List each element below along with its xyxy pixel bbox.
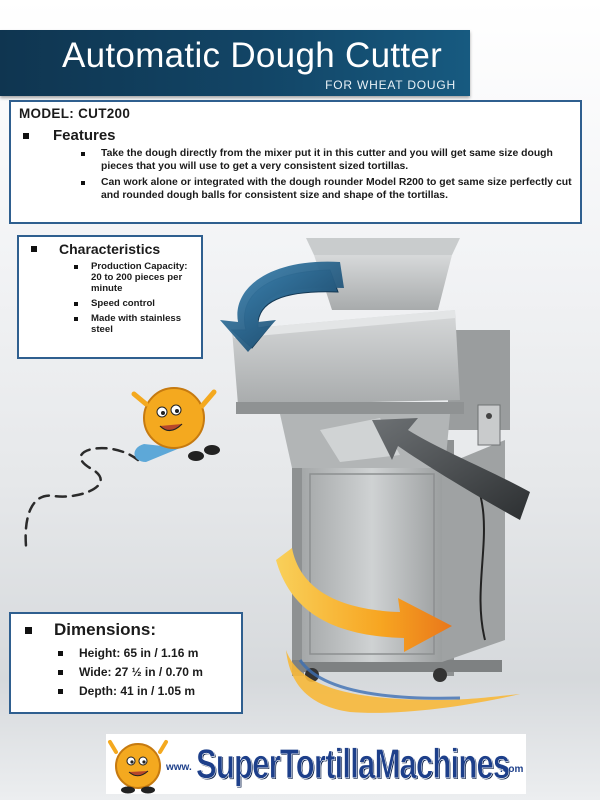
features-list: Take the dough directly from the mixer p… [77,148,572,202]
tortilla-mascot-logo-icon [108,740,168,794]
dimensions-heading-text: Dimensions: [54,620,157,639]
dimensions-box: Dimensions: Height: 65 in / 1.16 m Wide:… [9,612,243,714]
bullet-square-icon [31,246,37,252]
list-item: Take the dough directly from the mixer p… [77,148,572,173]
dimensions-heading: Dimensions: [21,620,231,640]
characteristics-heading: Characteristics [27,241,193,257]
mascot-motion-trail [24,446,140,548]
list-item: Can work alone or integrated with the do… [77,177,572,202]
machine-body [232,238,510,682]
features-box: MODEL: CUT200 Features Take the dough di… [9,100,582,224]
bullet-square-icon [23,132,29,139]
orange-arrow [276,548,452,652]
page-subtitle: FOR WHEAT DOUGH [325,78,456,92]
logo-wordmark: SuperTortillaMachines [196,740,511,788]
grey-arrow [372,418,530,520]
blue-arrow [230,269,339,349]
list-item: Wide: 27 ½ in / 0.70 m [55,665,231,680]
features-heading: Features [19,127,572,144]
characteristics-heading-text: Characteristics [59,241,161,257]
list-item: Made with stainless steel [71,313,193,335]
model-label: MODEL: CUT200 [19,106,131,121]
company-logo: www. SuperTortillaMachines .com [106,734,526,794]
tortilla-mascot-icon [131,387,220,462]
logo-www: www. [166,762,192,773]
characteristics-box: Characteristics Production Capacity: 20 … [17,235,203,359]
bullet-square-icon [25,626,32,634]
list-item: Depth: 41 in / 1.05 m [55,684,231,699]
characteristics-list: Production Capacity: 20 to 200 pieces pe… [71,261,193,335]
dimensions-list: Height: 65 in / 1.16 m Wide: 27 ½ in / 0… [55,646,231,699]
list-item: Height: 65 in / 1.16 m [55,646,231,661]
header-banner: Automatic Dough Cutter FOR WHEAT DOUGH [0,30,470,96]
logo-tld: .com [500,764,524,775]
page-title: Automatic Dough Cutter [62,36,443,75]
features-heading-text: Features [53,127,116,144]
list-item: Speed control [71,298,193,309]
list-item: Production Capacity: 20 to 200 pieces pe… [71,261,193,294]
